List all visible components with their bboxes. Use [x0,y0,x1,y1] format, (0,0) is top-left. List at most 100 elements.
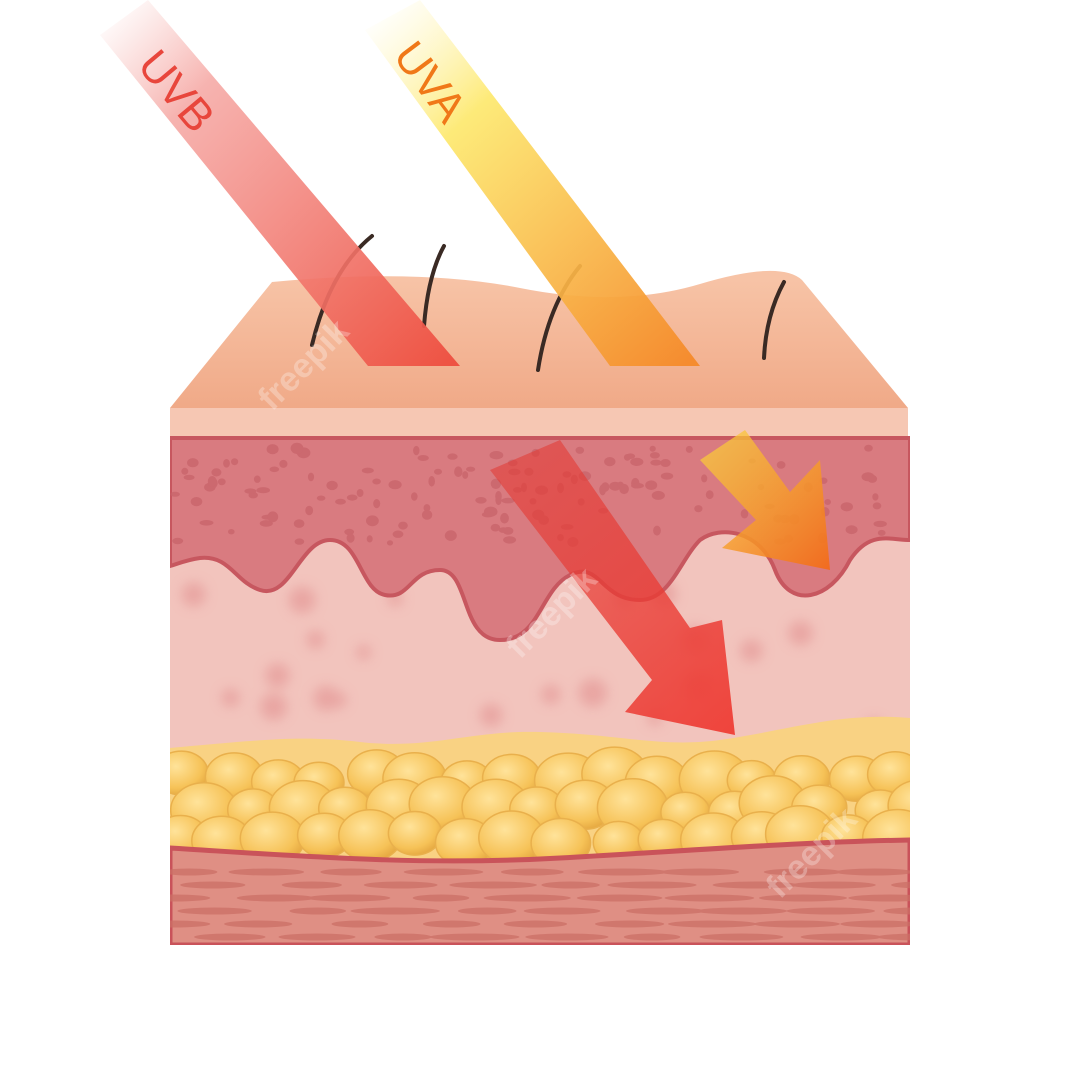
epidermis-cell [269,466,280,473]
tissue-fiber [224,920,293,928]
tissue-fiber [170,868,218,876]
epidermis-cell [740,509,749,519]
tissue-fiber [281,881,342,889]
epidermis-cell [279,459,288,468]
epidermis-cell [346,494,358,501]
epidermis-cell [631,482,644,489]
epidermis-cell [326,480,338,491]
tissue-fiber [664,894,755,902]
subcutis-layer [170,837,910,945]
epidermis-cell [872,493,879,501]
epidermis-cell [649,445,656,452]
tissue-fiber [331,920,389,928]
epidermis-cell [660,472,674,480]
epidermis-layer [170,436,910,643]
epidermis-cell [776,461,786,469]
tissue-fiber [791,881,876,889]
epidermis-cell [293,519,305,528]
dermis-cell [788,620,813,646]
tissue-fiber [180,881,246,889]
epidermis-cell [223,459,230,468]
epidermis-cell [398,521,408,530]
uva-penetration-arrow [700,430,830,570]
epidermis-cell [413,445,420,456]
epidermis-cell [623,454,631,461]
epidermis-cell [386,540,394,546]
dermis-cell [260,693,288,721]
tissue-fiber [429,933,520,941]
epidermis-cell [256,487,271,494]
epidermis-cell [495,495,502,506]
epidermis-cell [660,459,671,467]
epidermis-cell [490,523,501,532]
epidermis-cell [187,458,199,468]
uvb-penetration-arrow [490,440,735,735]
epidermis-cell [481,511,495,518]
dermis-cell [181,582,206,607]
tissue-fiber [170,920,211,928]
epidermis-cell [170,491,180,497]
tissue-fiber [848,894,910,902]
epidermis-cell [190,497,203,507]
tissue-fiber [412,894,470,902]
dermis-cell [541,684,561,705]
epidermis-cell [498,527,509,533]
epidermis-cell [447,453,458,460]
tissue-fiber [699,933,784,941]
epidermis-cell [316,495,326,501]
epidermis-cell [645,480,658,491]
epidermis-cell [619,483,629,495]
tissue-fiber [835,868,910,876]
tissue-fiber [307,894,391,902]
epidermis-cell [604,457,616,467]
tissue-fiber [578,868,668,876]
tissue-fiber [623,933,681,941]
epidermis-cell [199,520,214,526]
tissue-fiber [576,894,663,902]
epidermis-cell [705,490,714,500]
epidermis-cell [650,459,662,466]
dermis-cell [740,639,763,662]
dermis-cell [288,586,316,614]
tissue-fiber [503,920,568,928]
epidermis-cell [294,538,305,545]
tissue-fiber [422,920,481,928]
epidermis-cell [346,533,355,543]
tissue-fiber [786,907,875,915]
tissue-fiber [363,881,438,889]
tissue-fiber [759,894,847,902]
tissue-fiber [660,868,740,876]
epidermis-cell [373,499,381,509]
tissue-fiber [457,907,517,915]
epidermis-cell [307,472,315,482]
epidermis-cell [466,466,476,472]
epidermis-cell [694,505,703,513]
dermis-cell [356,644,372,660]
epidermis-cell [444,530,457,541]
epidermis-cell [503,536,517,544]
epidermis-cell [685,445,693,453]
epidermis-cell [649,452,660,459]
epidermis-cell [207,476,217,487]
epidermis-cell [423,504,431,512]
tissue-fiber [228,868,305,876]
epidermis-cell [372,478,381,485]
epidermis-cell [335,498,346,505]
epidermis-cell [244,488,257,494]
dermis-cell [479,703,503,727]
tissue-fiber [320,868,382,876]
tissue-fiber [753,920,840,928]
epidermis-cell [861,472,875,482]
tissue-fiber [525,933,609,941]
tissue-fiber [800,933,882,941]
dermis-cell [330,691,347,709]
epidermis-cell [653,525,661,536]
epidermis-cell [366,535,373,543]
epidermis-cell [267,511,279,523]
tissue-fiber [289,907,347,915]
epidermis-cell [462,471,469,479]
tissue-fiber [877,933,910,941]
epidermis-cell [305,505,314,516]
tissue-fiber [403,868,484,876]
